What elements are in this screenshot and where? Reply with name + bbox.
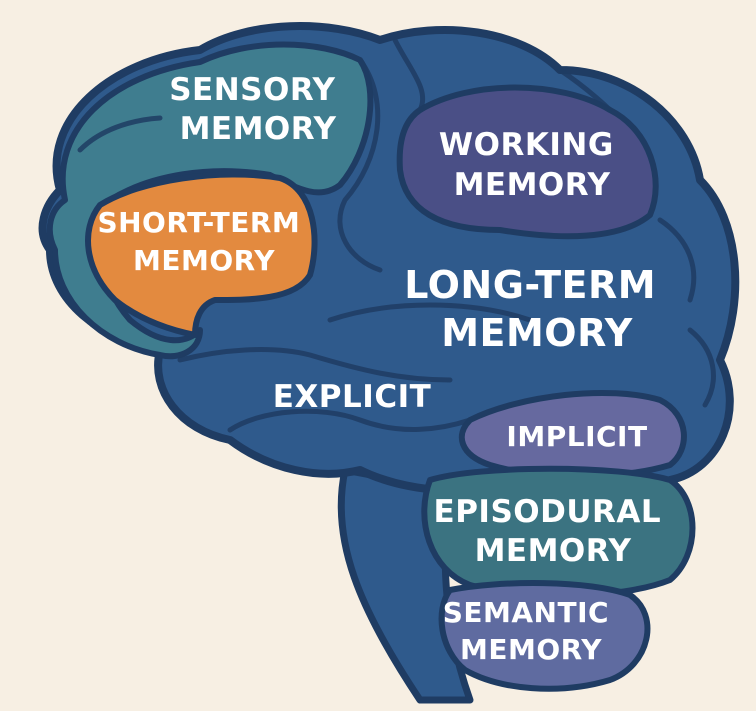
- semantic-memory-region: [438, 580, 651, 692]
- episodural-memory-region: [421, 465, 696, 599]
- implicit-label: IMPLICIT: [506, 420, 647, 453]
- long-term-memory-label: LONG-TERM MEMORY: [404, 263, 670, 355]
- brain-fold: [687, 327, 716, 408]
- short-term-memory-region: [85, 171, 318, 338]
- working-memory-region: [396, 84, 659, 240]
- brain-fold: [227, 408, 473, 433]
- working-memory-label: WORKING MEMORY: [439, 127, 625, 203]
- brain-fold: [657, 217, 697, 303]
- brain-fold: [177, 347, 453, 383]
- brain-fold: [392, 37, 426, 113]
- brain-fold: [77, 115, 163, 153]
- brain-fold: [337, 57, 383, 273]
- implicit-region: [458, 389, 687, 480]
- brain-fold: [557, 67, 613, 113]
- episodural-memory-label: EPISODURAL MEMORY: [434, 494, 673, 569]
- brain-fold: [327, 302, 533, 323]
- short-term-memory-label: SHORT-TERM MEMORY: [97, 206, 310, 277]
- sensory-memory-label: SENSORY MEMORY: [169, 72, 347, 147]
- semantic-memory-label: SEMANTIC MEMORY: [443, 596, 620, 666]
- explicit-label: EXPLICIT: [273, 379, 432, 415]
